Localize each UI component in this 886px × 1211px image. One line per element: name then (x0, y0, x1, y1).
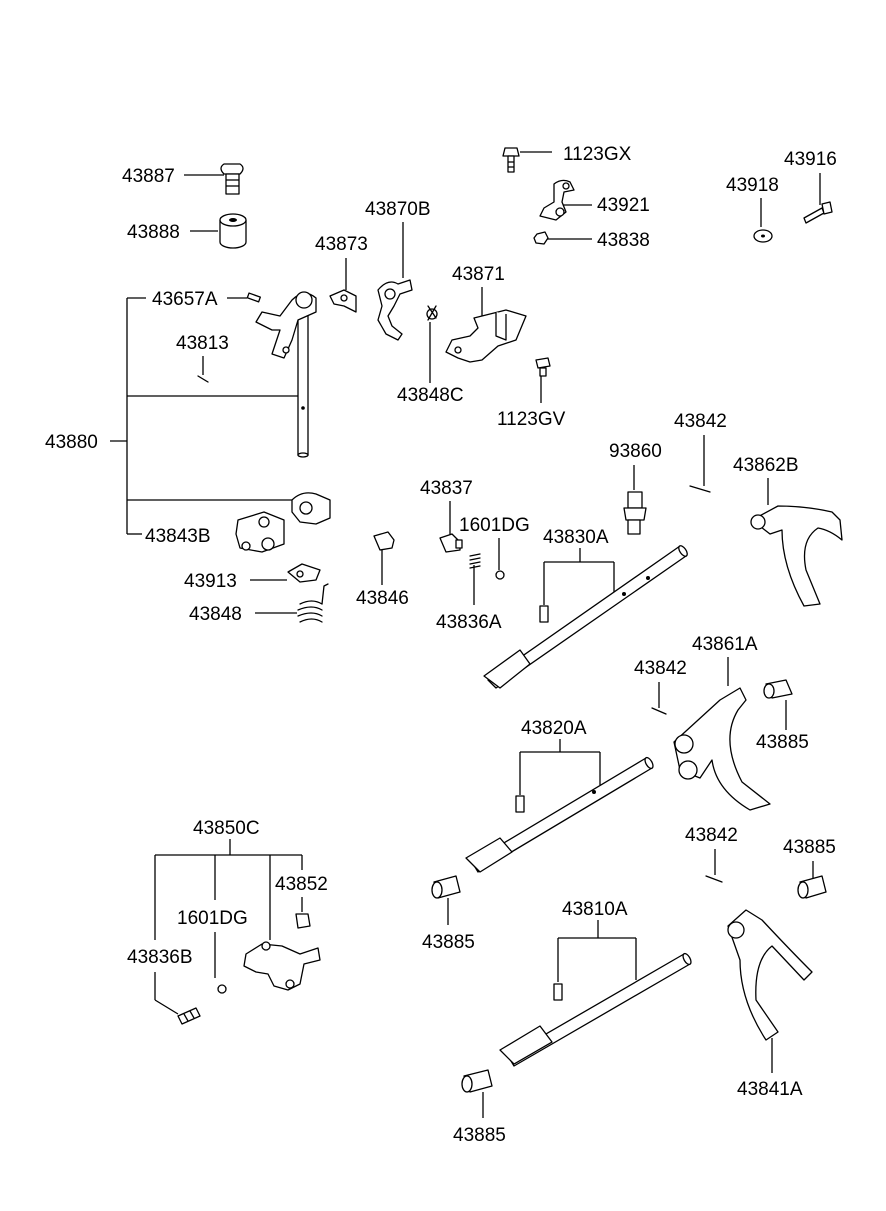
lever-43870B (377, 279, 413, 341)
nut-43838 (533, 231, 549, 245)
bolt-43887 (220, 163, 244, 195)
label-43848C: 43848C (397, 385, 464, 406)
label-43870B: 43870B (365, 199, 431, 220)
plate-43913 (287, 563, 321, 583)
label-43871: 43871 (452, 264, 505, 285)
bolt-43836B (177, 1007, 201, 1025)
label-43846: 43846 (356, 588, 409, 609)
label-1601DG-low: 1601DG (177, 908, 248, 929)
shift-lever-shaft-43880 (255, 291, 317, 458)
label-93860: 93860 (609, 441, 662, 462)
label-43836A: 43836A (436, 612, 502, 633)
label-43918: 43918 (726, 175, 779, 196)
label-43837: 43837 (420, 478, 473, 499)
bushing-43885-right-low (797, 875, 827, 899)
bracket-43921 (539, 179, 575, 221)
label-43861A: 43861A (692, 634, 758, 655)
label-43888: 43888 (127, 222, 180, 243)
label-1123GV: 1123GV (497, 409, 566, 430)
bushing-43888 (219, 213, 247, 249)
shift-fork-43861A (673, 687, 771, 811)
label-43841A: 43841A (737, 1079, 803, 1100)
shift-fork-43841A (727, 909, 813, 1041)
label-1123GX: 1123GX (563, 144, 632, 165)
label-43873: 43873 (315, 234, 368, 255)
pin-43842-mid (651, 707, 667, 715)
shift-rail-43810A (499, 952, 692, 1067)
washer-43918 (753, 229, 773, 243)
bushing-43885-bottom (461, 1069, 493, 1093)
spring-43848 (297, 583, 329, 623)
label-43916: 43916 (784, 149, 837, 170)
shift-rail-43820A (465, 756, 654, 873)
switch-93860 (623, 491, 647, 535)
label-43836B: 43836B (127, 947, 193, 968)
label-43885-bottom: 43885 (453, 1125, 506, 1146)
label-43843B: 43843B (145, 526, 211, 547)
label-43887: 43887 (122, 166, 175, 187)
label-43842-top: 43842 (674, 411, 727, 432)
pin-43813 (197, 375, 209, 383)
bracket-43873 (329, 289, 357, 313)
ball-1601DG-low (217, 984, 227, 994)
label-43848: 43848 (189, 604, 242, 625)
spring-43836A (469, 553, 481, 569)
bolt-1123GV (535, 357, 551, 377)
label-43921: 43921 (597, 195, 650, 216)
label-43842-mid: 43842 (634, 658, 687, 679)
ball-1601DG-top (495, 570, 505, 580)
pin-43657A (246, 292, 261, 303)
label-43838: 43838 (597, 230, 650, 251)
label-43862B: 43862B (733, 455, 799, 476)
label-43880: 43880 (45, 432, 98, 453)
label-43885-right-low: 43885 (783, 837, 836, 858)
label-43885-right-top: 43885 (756, 732, 809, 753)
label-43820A: 43820A (521, 718, 587, 739)
leader-lines (110, 151, 821, 1118)
shift-fork-43862B (750, 505, 843, 607)
plug-43846 (373, 531, 395, 551)
bolt-43916 (803, 201, 833, 224)
clip-43848C (426, 305, 438, 321)
plug-43837 (439, 533, 463, 553)
lever-plate-43843B (235, 492, 331, 553)
label-43810A: 43810A (562, 899, 628, 920)
pin-43842-top (689, 485, 711, 493)
label-1601DG-top: 1601DG (459, 515, 530, 536)
bracket-43850C (243, 941, 321, 991)
pin-43842-low (705, 875, 723, 883)
label-43842-low: 43842 (685, 825, 738, 846)
bolt-1123GX (502, 147, 520, 173)
label-43813: 43813 (176, 333, 229, 354)
label-43850C: 43850C (193, 818, 260, 839)
label-43852: 43852 (275, 874, 328, 895)
shift-rail-43830A (483, 545, 688, 689)
label-43657A: 43657A (152, 289, 218, 310)
bushing-43885-right-top (763, 679, 793, 699)
label-43830A: 43830A (543, 527, 609, 548)
bushing-43885-mid-left (431, 875, 461, 899)
part-labels: 43887 43888 43870B 43873 43871 1123GX 43… (45, 144, 837, 1146)
cap-43852 (295, 913, 311, 929)
label-43913: 43913 (184, 571, 237, 592)
label-43885-mid-left: 43885 (422, 932, 475, 953)
bracket-plate-43871 (445, 309, 527, 363)
